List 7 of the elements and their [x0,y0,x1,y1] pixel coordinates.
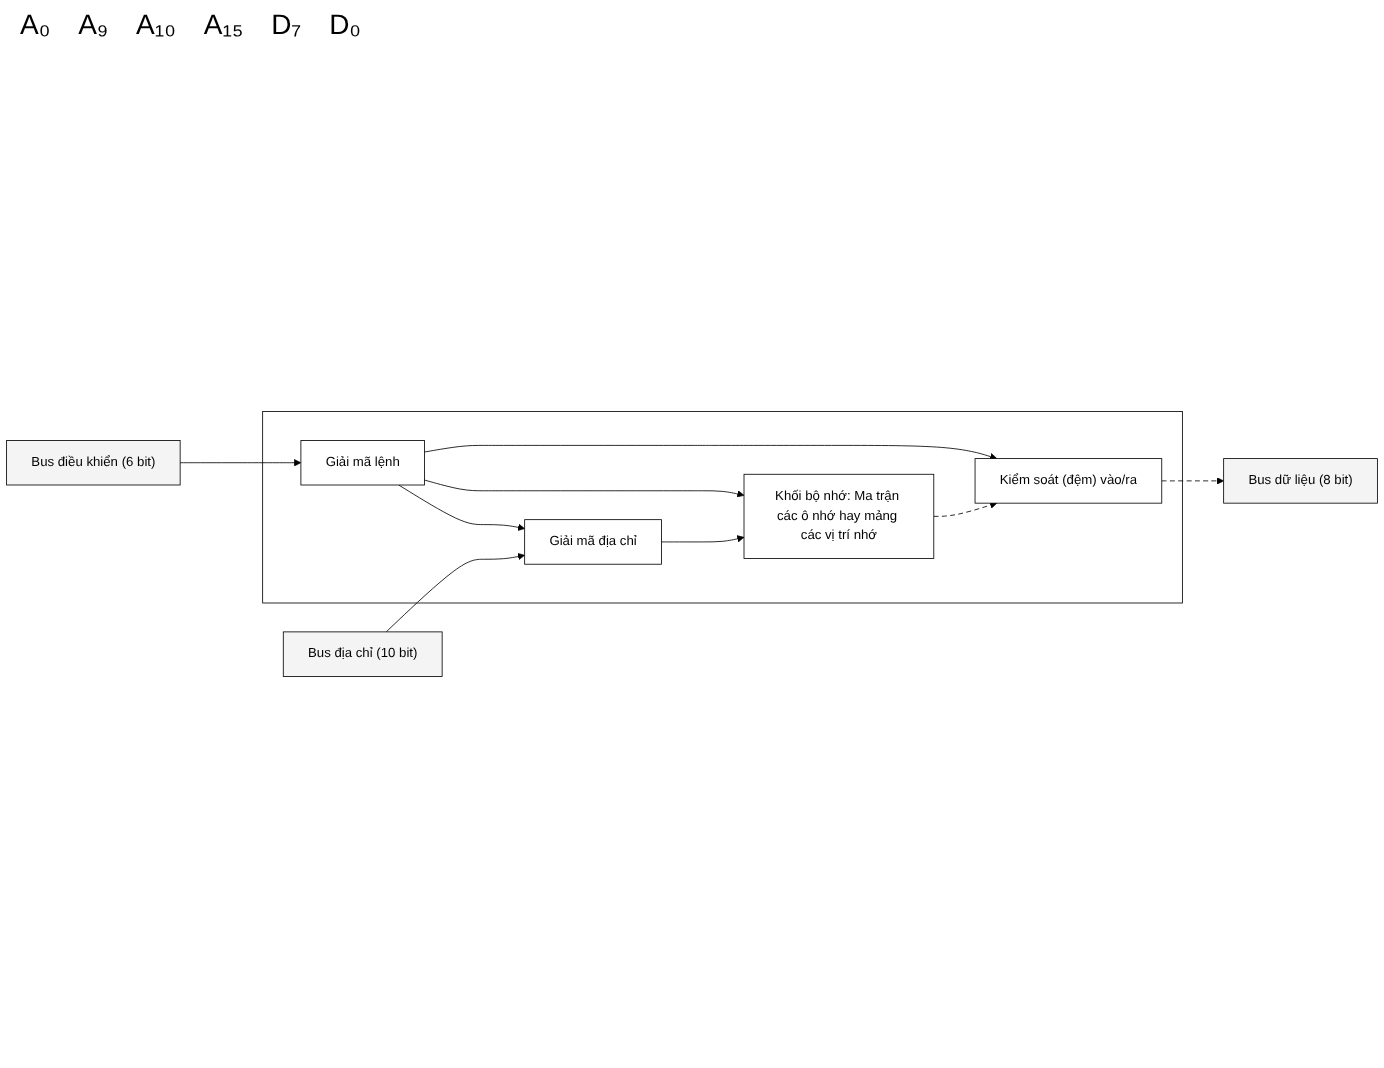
signal-label: A₁₀ [136,8,176,40]
signal-label: D₀ [329,8,361,40]
signal-label: A₀ [20,8,51,40]
signal-label: D₇ [271,8,302,40]
cluster [262,411,1183,604]
signal-label: A₉ [78,8,109,40]
signal-label: A₁₅ [203,8,244,40]
